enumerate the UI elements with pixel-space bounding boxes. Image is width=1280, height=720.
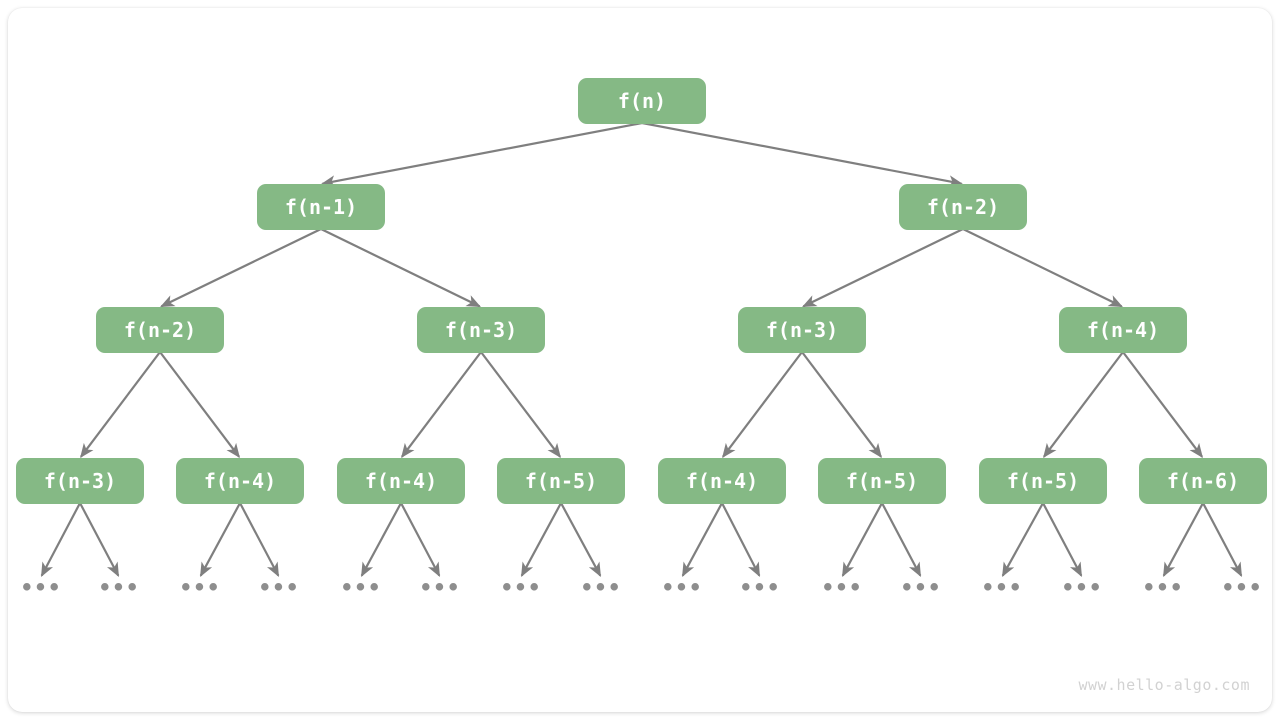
tree-edge-n9-to-e4 xyxy=(360,502,402,577)
leaf-ellipsis-e15: ••• xyxy=(1221,575,1263,600)
tree-edge-n3-to-n7 xyxy=(80,351,161,458)
tree-edge-n4-to-n10 xyxy=(480,351,561,458)
tree-node-n6: f(n-4) xyxy=(1059,307,1187,353)
tree-node-n11: f(n-4) xyxy=(658,458,786,504)
tree-edge-n10-to-e7 xyxy=(560,502,602,577)
tree-edge-n13-to-e13 xyxy=(1042,502,1083,577)
tree-node-n12: f(n-5) xyxy=(818,458,946,504)
tree-edge-n1-to-n3 xyxy=(160,228,322,308)
tree-edge-n0-to-n1 xyxy=(321,121,643,188)
leaf-ellipsis-e8: ••• xyxy=(661,575,703,600)
tree-edge-n7-to-e0 xyxy=(40,502,81,577)
tree-node-n0: f(n) xyxy=(578,78,706,124)
tree-node-n10: f(n-5) xyxy=(497,458,625,504)
tree-edge-n11-to-e8 xyxy=(681,502,723,577)
tree-node-n9: f(n-4) xyxy=(337,458,465,504)
leaf-ellipsis-e6: ••• xyxy=(500,575,542,600)
leaf-ellipsis-e2: ••• xyxy=(179,575,221,600)
tree-edge-n12-to-e10 xyxy=(841,502,883,577)
tree-edge-n0-to-n2 xyxy=(641,121,963,188)
tree-edge-n4-to-n9 xyxy=(401,351,482,458)
leaf-ellipsis-e4: ••• xyxy=(340,575,382,600)
tree-edge-n14-to-e15 xyxy=(1202,502,1243,577)
leaf-ellipsis-e11: ••• xyxy=(900,575,942,600)
leaf-ellipsis-e14: ••• xyxy=(1142,575,1184,600)
tree-edge-n6-to-n14 xyxy=(1122,351,1203,458)
tree-edge-n13-to-e12 xyxy=(1001,502,1044,577)
leaf-ellipsis-e7: ••• xyxy=(580,575,622,600)
diagram-card: f(n) f(n-1) f(n-2) f(n-2) f(n-3) f(n-3) f(n-4)… xyxy=(8,8,1272,712)
leaf-ellipsis-e13: ••• xyxy=(1061,575,1103,600)
tree-edge-n11-to-e9 xyxy=(721,502,761,577)
tree-edge-n5-to-n11 xyxy=(722,351,803,458)
tree-edge-n2-to-n5 xyxy=(802,228,964,308)
tree-node-n8: f(n-4) xyxy=(176,458,304,504)
tree-node-n13: f(n-5) xyxy=(979,458,1107,504)
leaf-ellipsis-e1: ••• xyxy=(98,575,140,600)
leaf-ellipsis-e12: ••• xyxy=(981,575,1023,600)
tree-edge-n3-to-n8 xyxy=(159,351,240,458)
leaf-ellipsis-e10: ••• xyxy=(821,575,863,600)
tree-node-n4: f(n-3) xyxy=(417,307,545,353)
leaf-ellipsis-e5: ••• xyxy=(419,575,461,600)
tree-node-n3: f(n-2) xyxy=(96,307,224,353)
tree-edge-n12-to-e11 xyxy=(881,502,922,577)
tree-edge-n9-to-e5 xyxy=(400,502,441,577)
tree-node-n5: f(n-3) xyxy=(738,307,866,353)
recursion-tree-diagram: f(n) f(n-1) f(n-2) f(n-2) f(n-3) f(n-3) f(n-4)… xyxy=(8,8,1272,712)
tree-edge-n2-to-n6 xyxy=(962,228,1123,308)
tree-edge-n8-to-e2 xyxy=(199,502,241,577)
leaf-ellipsis-e9: ••• xyxy=(739,575,781,600)
leaf-ellipsis-e3: ••• xyxy=(258,575,300,600)
watermark: www.hello-algo.com xyxy=(1078,676,1250,694)
tree-edge-n7-to-e1 xyxy=(79,502,120,577)
tree-edge-n1-to-n4 xyxy=(320,228,481,308)
tree-edge-n8-to-e3 xyxy=(239,502,280,577)
tree-edge-n5-to-n12 xyxy=(801,351,882,458)
leaf-ellipsis-e0: ••• xyxy=(20,575,62,600)
tree-edge-n14-to-e14 xyxy=(1162,502,1204,577)
tree-edge-n10-to-e6 xyxy=(520,502,562,577)
tree-node-n2: f(n-2) xyxy=(899,184,1027,230)
tree-node-n1: f(n-1) xyxy=(257,184,385,230)
tree-node-n14: f(n-6) xyxy=(1139,458,1267,504)
tree-node-n7: f(n-3) xyxy=(16,458,144,504)
tree-edge-n6-to-n13 xyxy=(1043,351,1124,458)
